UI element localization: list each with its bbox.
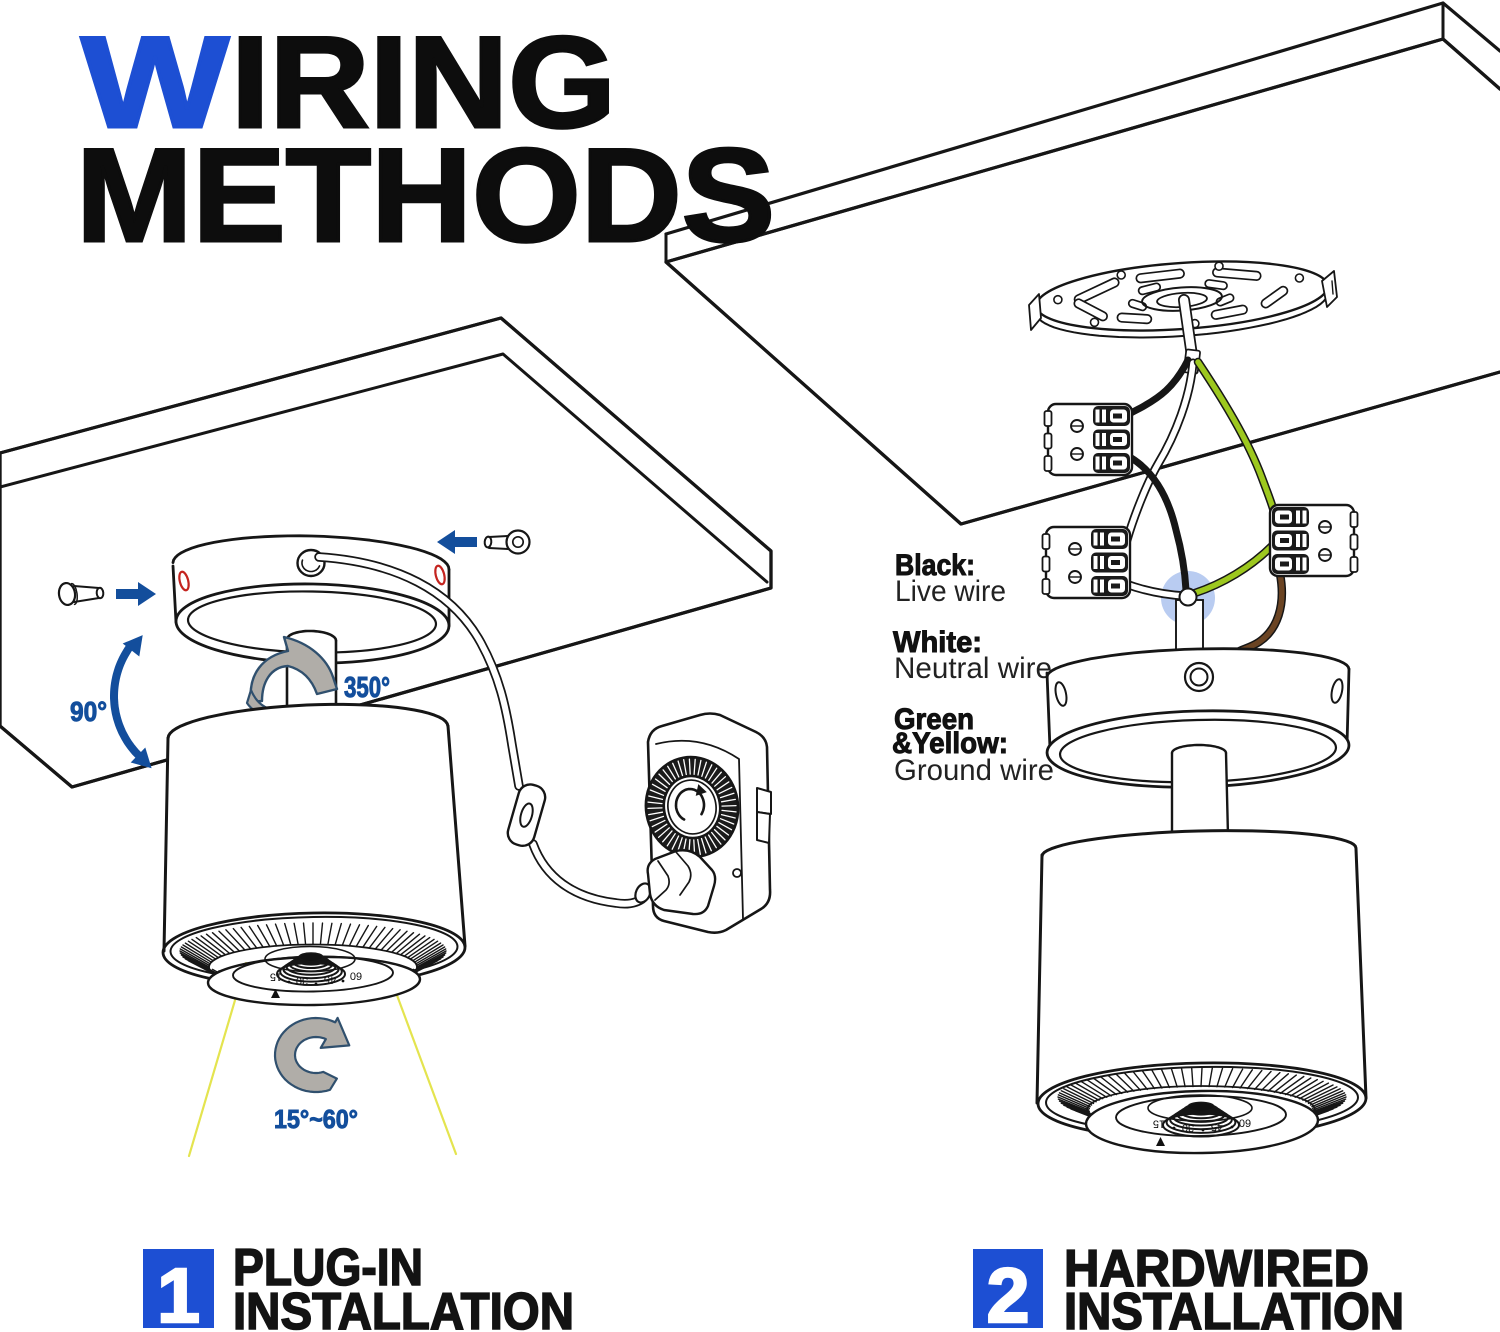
svg-text:Ground wire: Ground wire	[894, 754, 1054, 787]
svg-text:15: 15	[1153, 1118, 1165, 1130]
svg-text:30: 30	[296, 975, 308, 987]
svg-text:White:: White:	[893, 626, 982, 659]
svg-text:PLUG-IN: PLUG-IN	[233, 1239, 423, 1297]
svg-text:15°~60°: 15°~60°	[274, 1104, 358, 1134]
svg-text:W: W	[81, 9, 229, 155]
svg-text:45: 45	[1211, 1121, 1223, 1133]
svg-text:HARDWIRED: HARDWIRED	[1064, 1240, 1369, 1298]
svg-text:METHODS: METHODS	[76, 122, 775, 270]
svg-text:90°: 90°	[70, 696, 107, 727]
svg-text:1: 1	[157, 1253, 200, 1332]
svg-text:60: 60	[1239, 1117, 1251, 1129]
svg-text:INSTALLATION: INSTALLATION	[233, 1283, 574, 1332]
svg-text:15: 15	[270, 971, 282, 983]
svg-text:350°: 350°	[344, 672, 390, 704]
svg-text:Live wire: Live wire	[895, 575, 1006, 608]
svg-text:&Yellow:: &Yellow:	[892, 727, 1008, 760]
svg-text:45: 45	[324, 974, 336, 986]
svg-text:60: 60	[350, 970, 362, 982]
svg-text:Black:: Black:	[895, 549, 975, 582]
svg-text:Neutral wire: Neutral wire	[894, 652, 1052, 685]
svg-text:INSTALLATION: INSTALLATION	[1064, 1283, 1404, 1332]
svg-text:30: 30	[1182, 1122, 1194, 1134]
svg-text:IRING: IRING	[231, 9, 616, 155]
svg-text:2: 2	[987, 1253, 1030, 1332]
svg-text:Green: Green	[894, 703, 974, 736]
